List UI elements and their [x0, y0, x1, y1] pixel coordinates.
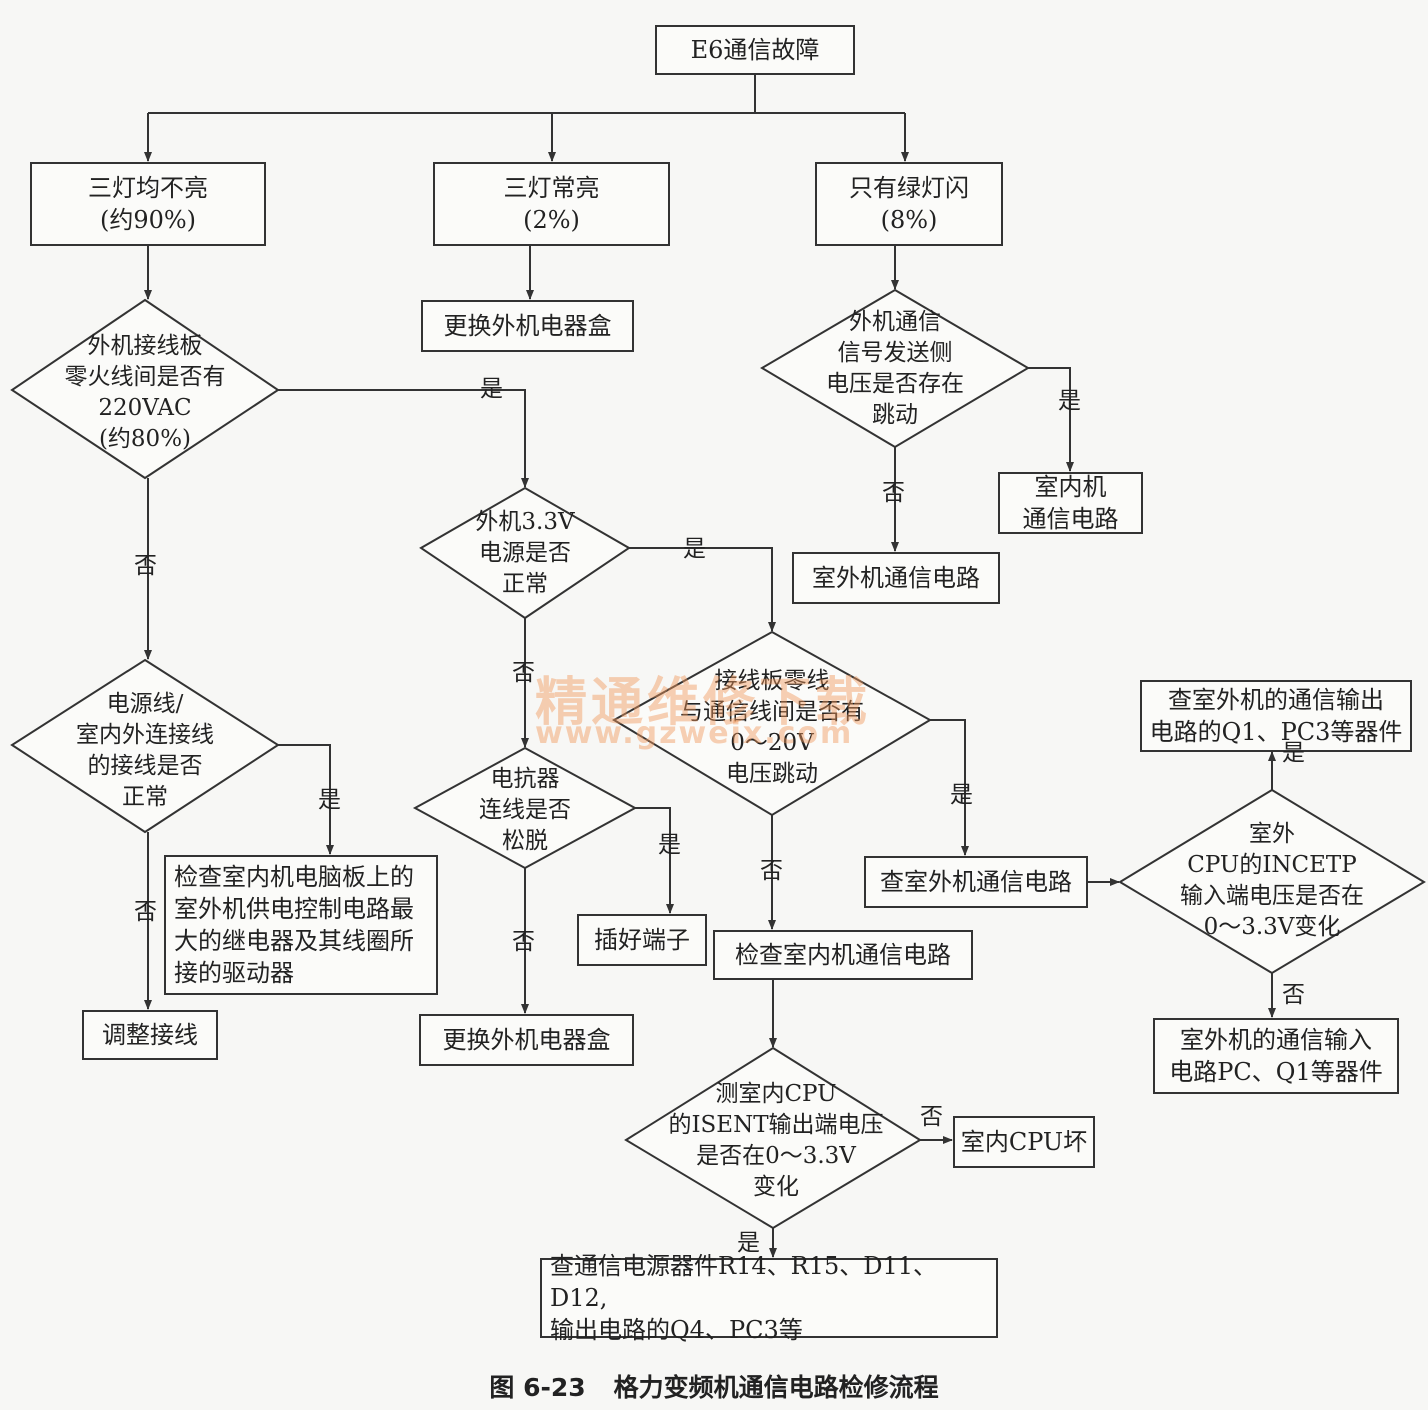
question-indoor-cpu: 测室内CPU 的ISENT输出端电压 是否在0～3.3V 变化: [668, 1081, 884, 1200]
plug-terminal: 插好端子: [577, 914, 707, 966]
yes-label: 是: [480, 376, 503, 402]
yes-label: 是: [1282, 740, 1305, 766]
no-label: 否: [882, 480, 905, 506]
figure-title: 格力变频机通信电路检修流程: [613, 1373, 939, 1402]
outdoor-comm-circuit: 室外机通信电路: [792, 552, 1000, 604]
question-33v-power: 外机3.3V 电源是否 正常: [475, 508, 575, 597]
check-power-components: 查通信电源器件R14、R15、D11、D12, 输出电路的Q4、PC3等: [540, 1252, 998, 1344]
yes-label: 是: [1058, 388, 1081, 414]
replace-outdoor-box-1: 更换外机电器盒: [421, 300, 634, 352]
outdoor-input-circuit: 室外机的通信输入 电路PC、Q1等器件: [1153, 1018, 1399, 1094]
no-label: 否: [512, 929, 535, 955]
no-label: 否: [760, 858, 783, 884]
question-reactor: 电抗器 连线是否 松脱: [479, 765, 571, 854]
figure-number: 图 6-23: [489, 1373, 586, 1402]
yes-label: 是: [737, 1230, 760, 1256]
check-outdoor-comm: 查室外机通信电路: [864, 856, 1088, 908]
adjust-wiring: 调整接线: [82, 1010, 218, 1060]
indoor-cpu-bad: 室内CPU坏: [953, 1116, 1095, 1168]
question-signal-jump: 外机通信 信号发送侧 电压是否存在 跳动: [826, 309, 964, 428]
no-label: 否: [134, 899, 157, 925]
yes-label: 是: [950, 782, 973, 808]
no-label: 否: [134, 553, 157, 579]
question-power-line: 电源线/ 室内外连接线 的接线是否 正常: [76, 691, 214, 810]
check-relay-driver: 检查室内机电脑板上的 室外机供电控制电路最 大的继电器及其线圈所 接的驱动器: [164, 855, 438, 995]
replace-outdoor-box-2: 更换外机电器盒: [419, 1014, 634, 1066]
no-label: 否: [512, 660, 535, 686]
diamond-220vac: [10, 298, 280, 480]
yes-label: 是: [683, 536, 706, 562]
question-0-20v: 接线板零线 与通信线间是否有 0～20V 电压跳动: [680, 668, 864, 787]
no-label: 否: [920, 1104, 943, 1130]
no-label: 否: [1282, 982, 1305, 1008]
check-indoor-comm: 检查室内机通信电路: [713, 930, 973, 980]
question-220vac: 外机接线板 零火线间是否有 220VAC (约80%): [64, 333, 226, 452]
indoor-comm-circuit: 室内机 通信电路: [998, 472, 1143, 534]
branch-all-lights-off: 三灯均不亮 (约90%): [30, 162, 266, 246]
figure-caption: 图 6-23 格力变频机通信电路检修流程: [0, 1368, 1428, 1404]
branch-lights-on: 三灯常亮 (2%): [433, 162, 670, 246]
branch-green-flash: 只有绿灯闪 (8%): [815, 162, 1003, 246]
yes-label: 是: [658, 832, 681, 858]
check-q1-pc3: 查室外机的通信输出 电路的Q1、PC3等器件: [1140, 680, 1412, 752]
watermark-url: www.gzweix.com: [535, 716, 854, 751]
diamond-power-line: [10, 658, 280, 834]
watermark-name: 精通维修下载: [535, 673, 872, 733]
start-node: E6通信故障: [655, 25, 855, 75]
question-outdoor-cpu: 室外 CPU的INCETP 输入端电压是否在 0～3.3V变化: [1180, 821, 1364, 940]
yes-label: 是: [318, 787, 341, 813]
